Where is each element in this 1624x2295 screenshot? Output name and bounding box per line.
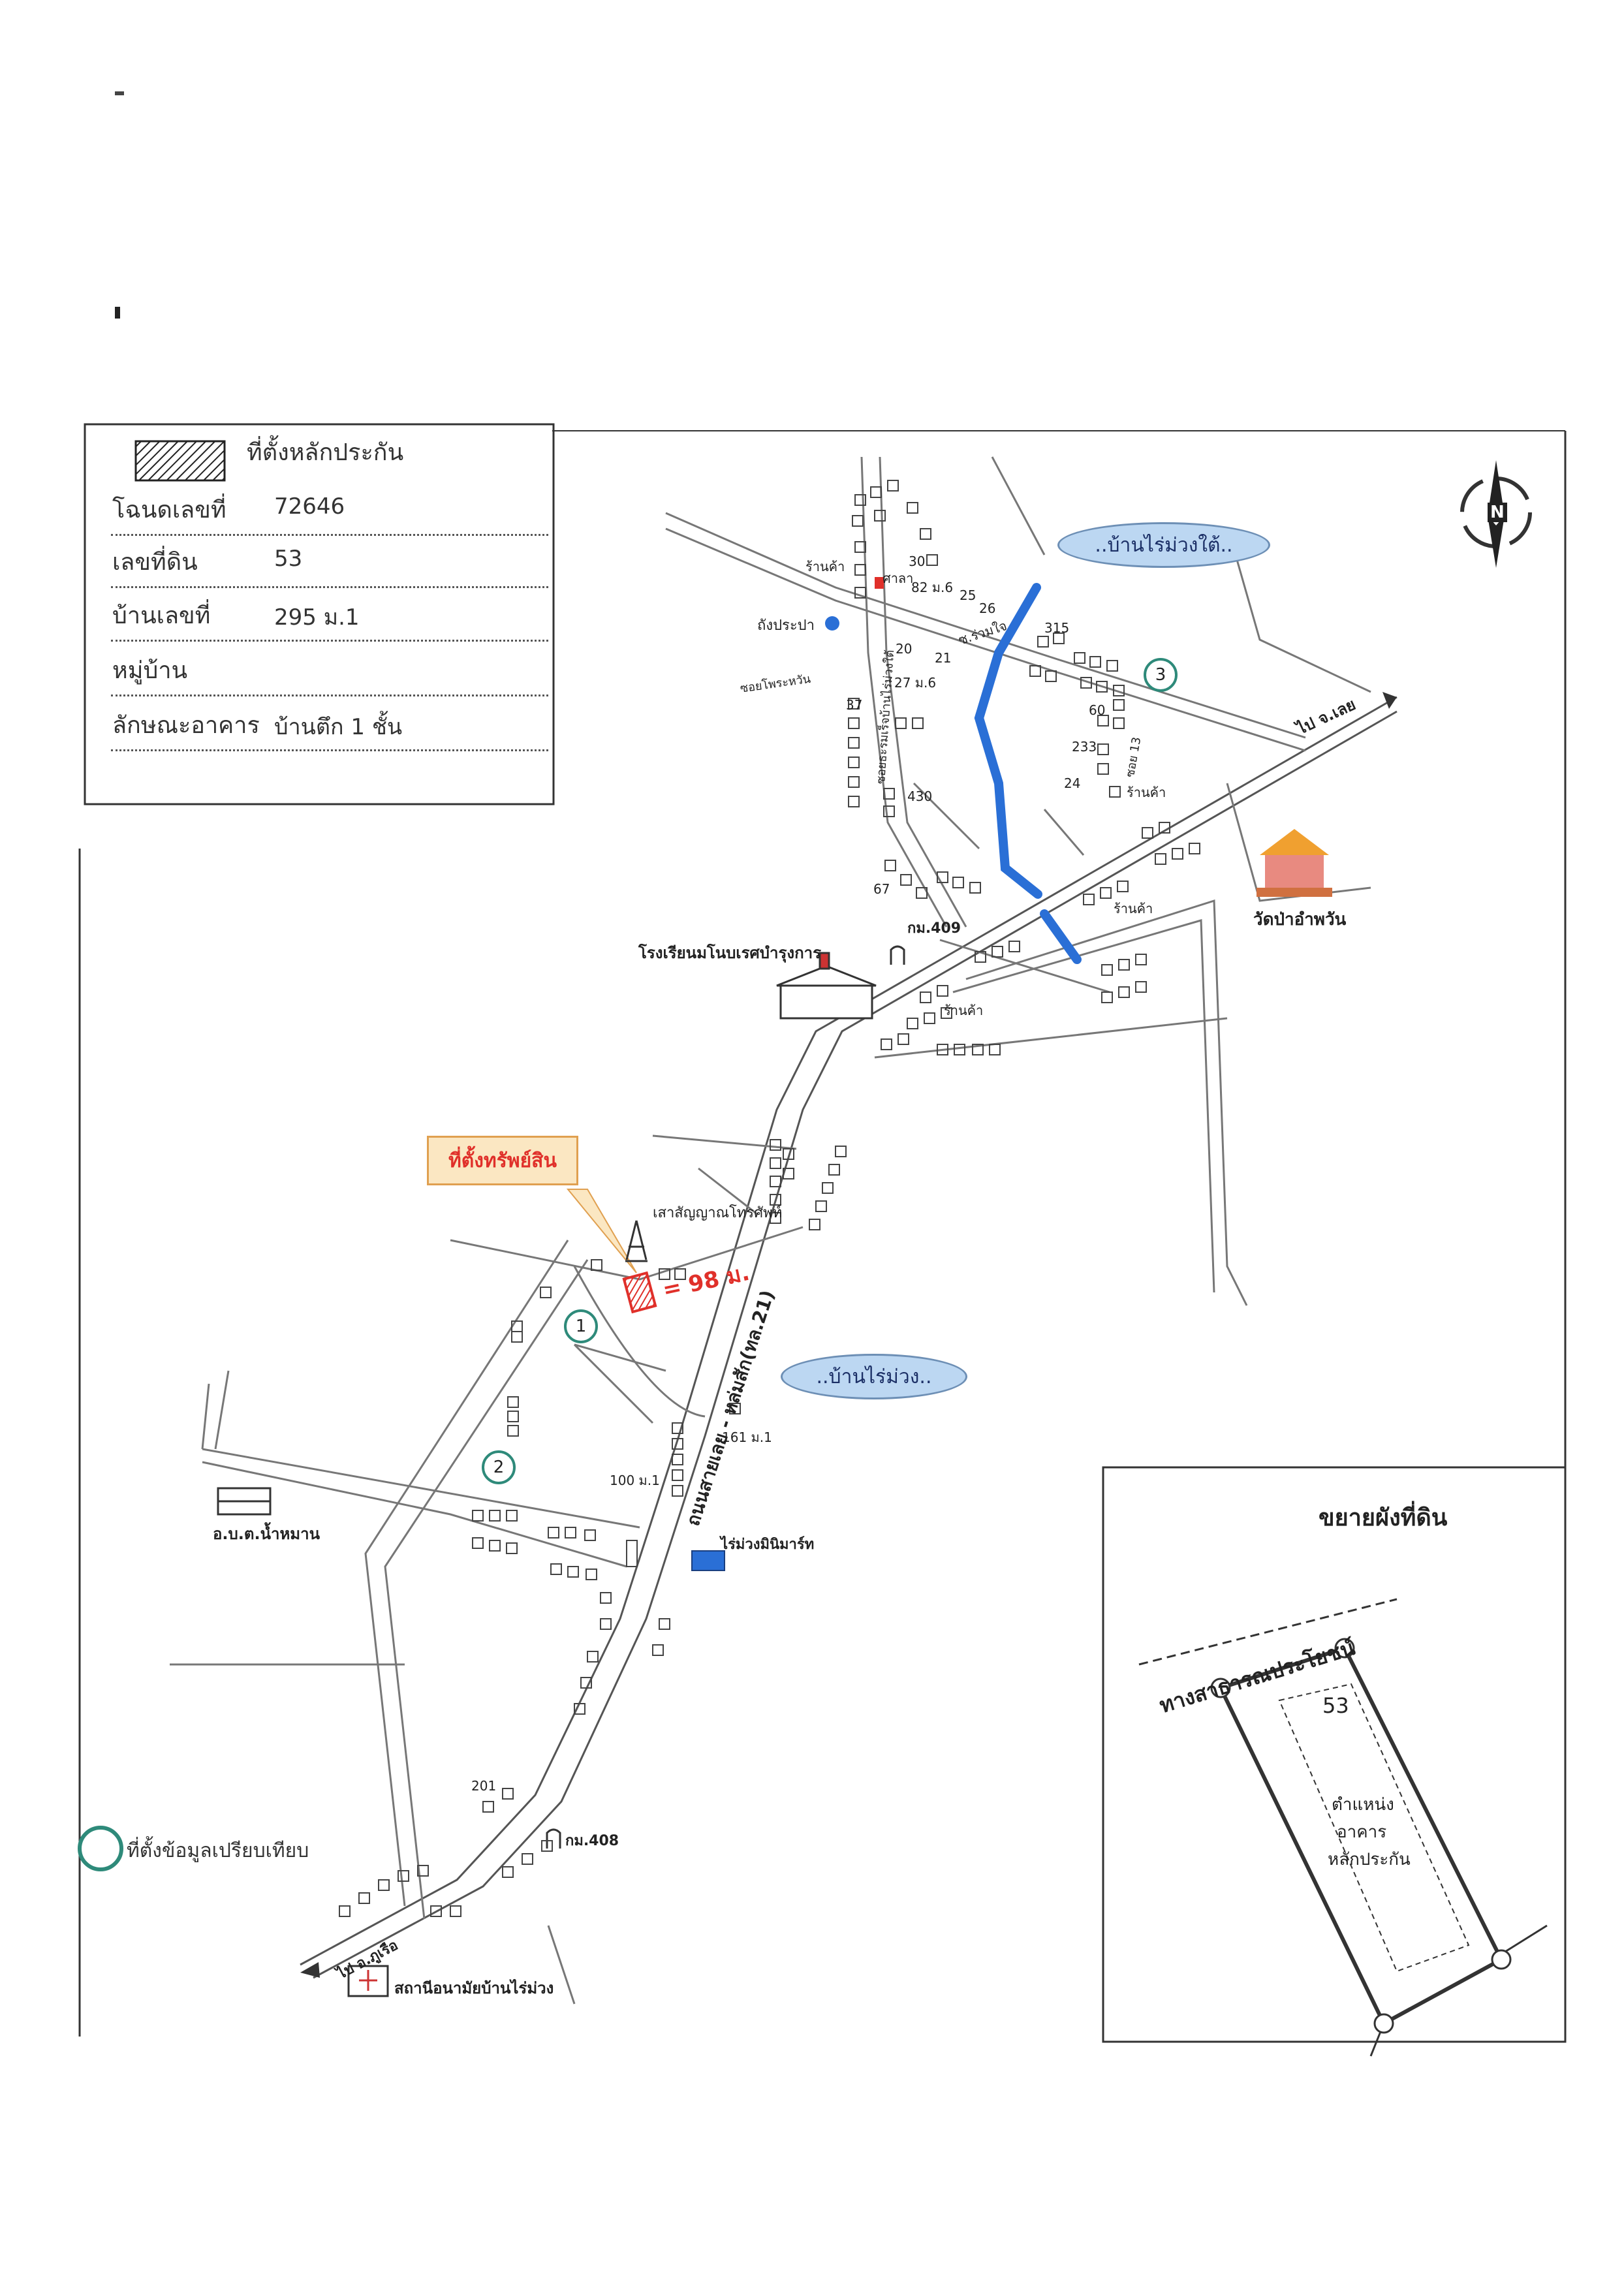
legend-property-label: ที่ตั้งหลักประกัน [247, 439, 404, 466]
compass-icon [1460, 460, 1532, 568]
tambon-office-label: อ.บ.ต.น้ำหมาน [213, 1525, 320, 1543]
inset-box [1102, 1466, 1567, 2043]
callout-pointer [566, 1189, 637, 1273]
legend-house-no-label: บ้านเลขที่ [112, 602, 211, 629]
legend-land-no-value: 53 [274, 546, 303, 572]
house-number: 30 [909, 554, 926, 569]
minimart-label: ไร่ม่วงมินิมาร์ท [721, 1537, 815, 1553]
telephone-pole-icon [625, 1220, 648, 1262]
main-road [300, 696, 1398, 1979]
arrow-to-phu-ruea [300, 1962, 320, 1978]
shop-label: ร้านค้า [805, 559, 845, 574]
house-number: 233 [1072, 739, 1097, 755]
house-number: 60 [1089, 702, 1106, 718]
legend-land-no-label: เลขที่ดิน [112, 549, 198, 576]
water-tank-label: ถังประปา [757, 617, 815, 634]
legend-house-no-value: 295 ม.1 [274, 604, 360, 631]
house-number: 26 [979, 601, 996, 616]
school-icon [776, 952, 877, 1020]
health-station-label: สถานีอนามัยบ้านไร่ม่วง [394, 1979, 554, 1997]
shop-label: ร้านค้า [1127, 785, 1166, 800]
house-number: 430 [907, 788, 933, 804]
school-label: โรงเรียนมโนบเรศบำรุงการ [638, 944, 821, 962]
telephone-pole-label: เสาสัญญาณโทรศัพท์ [653, 1205, 783, 1221]
health-station-icon [347, 1965, 389, 1997]
km408-label: กม.408 [565, 1833, 619, 1849]
shop-label: ร้านค้า [1114, 901, 1153, 916]
comparison-point-2: 2 [482, 1450, 516, 1484]
legend-divider [111, 695, 548, 696]
inset-building-position: หลักประกัน [1328, 1850, 1411, 1869]
arrow-to-loei [1382, 692, 1397, 709]
temple-label: วัดป่าอำพวัน [1253, 910, 1347, 929]
legend-divider [111, 534, 548, 536]
sala-label: ศาลา [882, 570, 914, 586]
house-number: 20 [896, 641, 913, 657]
house-number: 21 [935, 650, 952, 666]
scan-mark [115, 91, 124, 95]
house-number: 67 [873, 881, 890, 897]
legend-divider [111, 640, 548, 642]
inset-building-position: อาคาร [1337, 1822, 1387, 1842]
river [974, 583, 1042, 899]
comparison-legend-icon [78, 1826, 123, 1871]
scan-mark [115, 307, 120, 319]
house-number: 25 [960, 587, 976, 603]
km409-label: กม.409 [907, 920, 961, 937]
legend-divider [111, 586, 548, 588]
tambon-office-icon [217, 1487, 272, 1516]
compass-north-label: N [1488, 503, 1507, 522]
house-number: 24 [1064, 775, 1081, 791]
comparison-point-1: 1 [564, 1309, 598, 1343]
houses [339, 480, 1200, 1917]
house-number: 27 ม.6 [894, 675, 937, 691]
property-callout: ที่ตั้งทรัพย์สิน [427, 1136, 578, 1185]
legend-building-value: บ้านตึก 1 ชั้น [274, 714, 403, 740]
km-marker-icons [546, 945, 905, 1849]
legend-hatch-swatch [134, 440, 226, 482]
village-south-bubble: ..บ้านไร่ม่วงใต้.. [1057, 522, 1270, 568]
inset-building-position: ตำแหน่ง [1332, 1795, 1394, 1815]
legend-village-label: หมู่บ้าน [112, 657, 188, 684]
comparison-legend-label: ที่ตั้งข้อมูลเปรียบเทียบ [127, 1839, 309, 1862]
house-number: 100 ม.1 [610, 1473, 660, 1488]
inset-title: ขยายผังที่ดิน [1319, 1505, 1448, 1531]
house-number: 315 [1044, 620, 1070, 636]
village-main-bubble: ..บ้านไร่ม่วง.. [781, 1354, 967, 1399]
inset-parcel-number: 53 [1322, 1693, 1349, 1718]
comparison-point-3: 3 [1144, 658, 1178, 692]
legend-deed-label: โฉนดเลขที่ [112, 497, 226, 523]
sala-marker [875, 577, 884, 589]
river-lower [1040, 909, 1082, 964]
minimart-icon [691, 1550, 725, 1571]
legend-divider [111, 749, 548, 751]
temple-icon [1257, 829, 1332, 897]
water-tank-icon [825, 616, 839, 631]
legend-building-label: ลักษณะอาคาร [112, 712, 260, 739]
property-marker [622, 1271, 657, 1314]
house-number: 37 [846, 697, 863, 713]
legend-box [84, 423, 555, 805]
legend-deed-value: 72646 [274, 493, 345, 520]
house-number: 201 [471, 1778, 497, 1794]
inset-corner-points [1210, 1638, 1512, 2034]
house-number: 82 ม.6 [911, 580, 954, 595]
house-number: 161 ม.1 [722, 1429, 772, 1445]
shop-label: ร้านค้า [944, 1003, 984, 1018]
